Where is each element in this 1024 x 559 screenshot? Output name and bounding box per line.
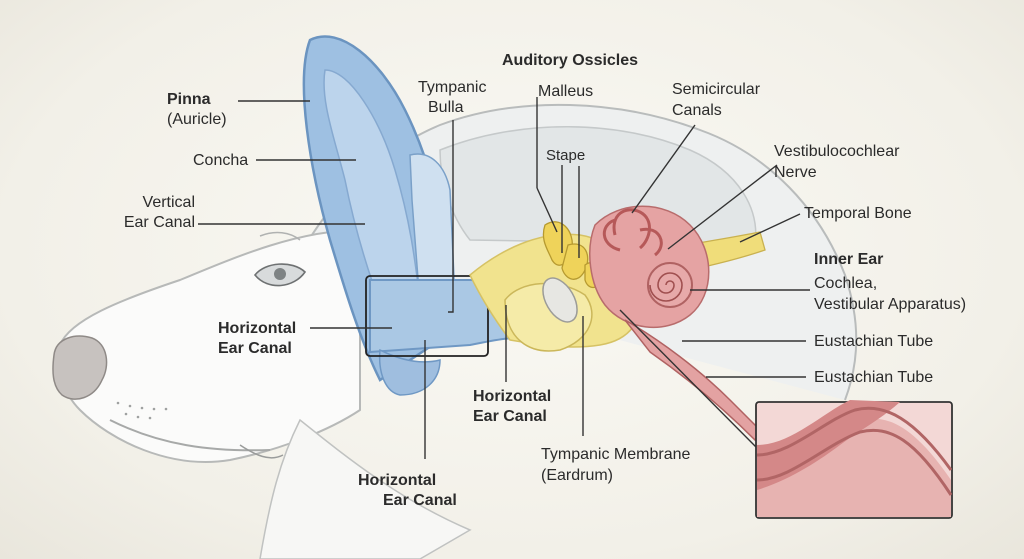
label-auricle: (Auricle)	[167, 111, 227, 128]
label-vertical-canal-2: Ear Canal	[123, 214, 195, 231]
label-concha: Concha	[193, 152, 249, 169]
label-auditory-ossicles: Auditory Ossicles	[502, 52, 639, 69]
label-inner-ear: Inner Ear	[814, 251, 884, 268]
cochlea-shape	[647, 262, 693, 308]
label-horizontal-left-2: Ear Canal	[218, 340, 292, 357]
label-vestibulocochlear-1: Vestibulocochlear	[774, 143, 900, 160]
label-cochlea-1: Cochlea,	[814, 275, 878, 292]
label-horizontal-bottom-2: Ear Canal	[383, 492, 457, 509]
label-vestibulocochlear-2: Nerve	[774, 164, 817, 181]
label-temporal-bone: Temporal Bone	[804, 205, 912, 222]
dog-lip	[239, 444, 284, 459]
label-horizontal-left-1: Horizontal	[218, 320, 297, 337]
label-malleus: Malleus	[538, 83, 594, 100]
label-stape: Stape	[546, 147, 586, 164]
label-tympanic-bulla-2: Bulla	[428, 99, 464, 116]
label-pinna: Pinna	[167, 91, 211, 108]
inset-detail	[755, 400, 953, 519]
dog-pupil	[274, 268, 286, 280]
label-tympanic-bulla-1: Tympanic	[418, 79, 487, 96]
label-horizontal-mid-2: Ear Canal	[473, 408, 547, 425]
label-horizontal-mid-1: Horizontal	[473, 388, 552, 405]
tympanic-membrane-shape	[542, 277, 578, 323]
canal-highlight-box	[365, 275, 489, 357]
label-cochlea-2: Vestibular Apparatus)	[814, 296, 967, 313]
dog-nose	[52, 335, 108, 400]
label-vertical-canal-1: Vertical	[142, 194, 195, 211]
semicircular-canals-shape	[602, 208, 663, 257]
label-tympanic-membrane-2: (Eardrum)	[541, 467, 614, 484]
label-semicircular-1: Semicircular	[672, 81, 761, 98]
label-eustachian-1: Eustachian Tube	[814, 333, 934, 350]
dog-brow	[259, 231, 301, 241]
whisker-dots	[116, 401, 168, 420]
leader-lines	[198, 97, 810, 459]
cochlea-spiral	[649, 272, 683, 302]
label-tympanic-membrane-1: Tympanic Membrane	[541, 446, 691, 463]
dog-head	[57, 228, 361, 463]
label-eustachian-2: Eustachian Tube	[814, 369, 934, 386]
label-semicircular-2: Canals	[672, 102, 722, 119]
label-horizontal-bottom-1: Horizontal	[358, 472, 437, 489]
neck	[259, 418, 472, 559]
